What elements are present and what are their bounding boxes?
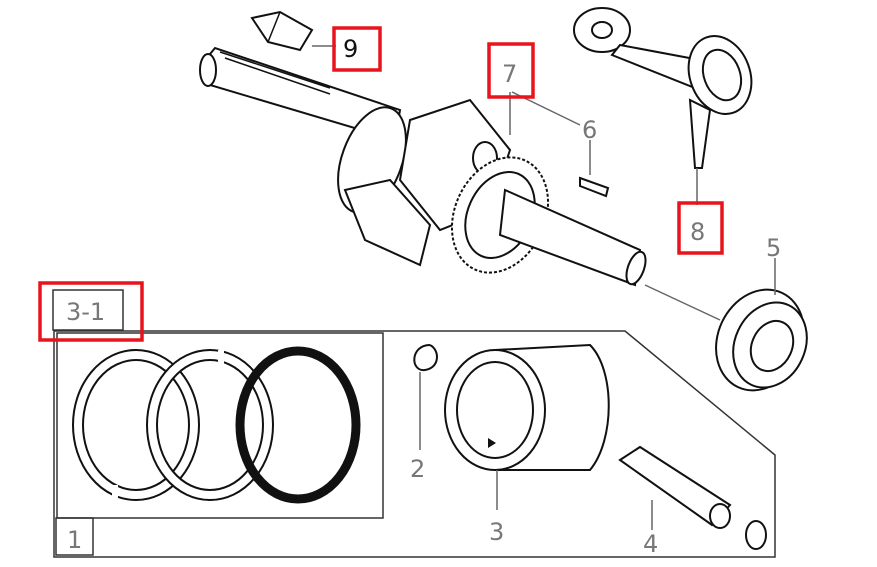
label-part-3-1[interactable]: 3-1 — [66, 298, 105, 326]
label-part-5[interactable]: 5 — [766, 234, 781, 262]
highlight-box-part-7 — [487, 42, 535, 99]
label-part-8[interactable]: 8 — [690, 218, 705, 246]
crankshaft — [199, 46, 721, 321]
part-3-1-label-box — [52, 289, 124, 331]
label-part-6[interactable]: 6 — [582, 116, 597, 144]
highlight-box-part-8 — [677, 201, 724, 255]
circlip-part-2 — [413, 344, 438, 450]
label-part-1[interactable]: 1 — [67, 526, 82, 554]
piston-pin-part-4 — [618, 445, 767, 550]
part-1-label-box — [55, 517, 94, 556]
label-part-3[interactable]: 3 — [489, 518, 504, 546]
piston-part-3 — [444, 343, 610, 510]
highlight-box-part-9 — [332, 26, 382, 72]
label-part-7[interactable]: 7 — [502, 60, 517, 88]
piston-assembly-outline — [53, 330, 776, 558]
key-part-9 — [250, 10, 336, 52]
bearing-part-5 — [715, 258, 808, 392]
ring-set-box — [56, 332, 384, 519]
connecting-rod-part-8 — [573, 7, 753, 205]
highlight-box-part-3-1 — [38, 281, 144, 342]
label-part-9[interactable]: 9 — [343, 35, 358, 63]
label-part-4[interactable]: 4 — [643, 530, 658, 558]
piston-rings-part-1 — [72, 346, 361, 504]
label-part-2[interactable]: 2 — [410, 455, 425, 483]
